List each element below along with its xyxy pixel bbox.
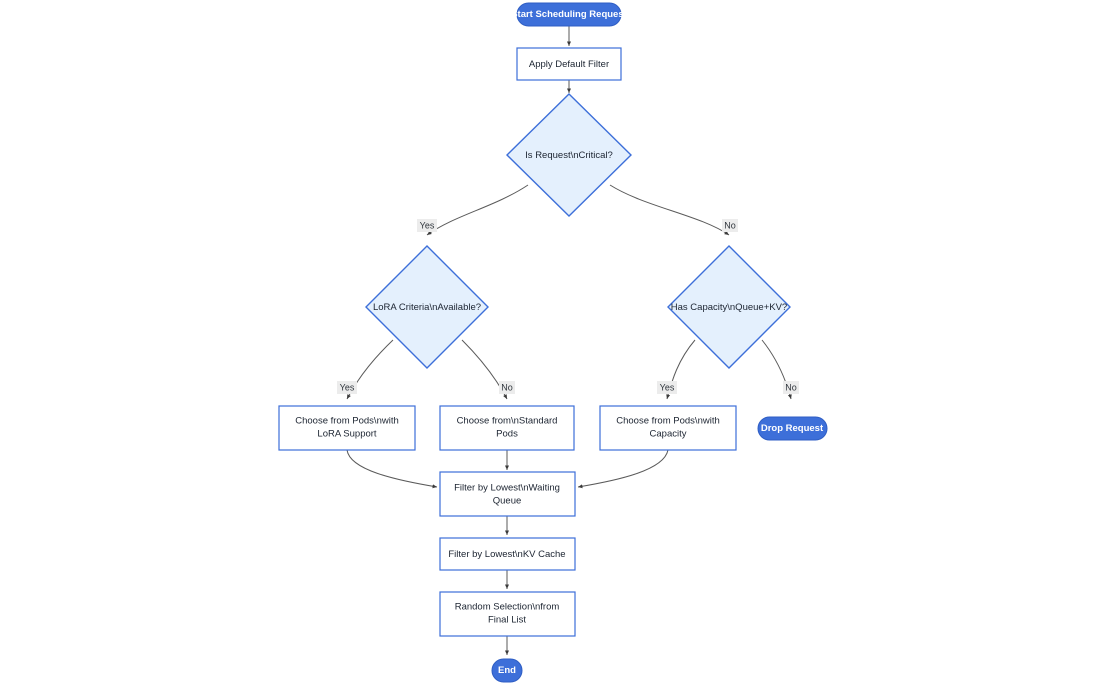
edge-critical-to-capacity <box>609 184 730 236</box>
node-critical-label: Is Request\nCritical? <box>525 150 613 161</box>
node-start[interactable]: Start Scheduling Request <box>511 2 628 27</box>
node-start-label: Start Scheduling Request <box>511 9 627 20</box>
node-pods-lora-label-line1: Choose from Pods\nwith <box>295 416 399 427</box>
node-has-capacity[interactable]: Has Capacity\nQueue+KV? <box>667 245 791 369</box>
edge-label-critical-yes-text: Yes <box>420 220 435 230</box>
node-pods-std-label-line1: Choose from\nStandard <box>457 416 558 427</box>
edge-label-lora-yes: Yes <box>337 381 357 394</box>
edge-label-lora-yes-text: Yes <box>340 382 355 392</box>
node-is-request-critical[interactable]: Is Request\nCritical? <box>506 93 632 217</box>
edge-layer <box>346 26 792 655</box>
edge-podscap-to-filterqueue <box>577 449 669 489</box>
edge-critical-to-lora <box>426 184 529 236</box>
node-lora-criteria-available[interactable]: LoRA Criteria\nAvailable? <box>365 245 489 369</box>
node-end-label: End <box>498 665 516 676</box>
node-capacity-label: Has Capacity\nQueue+KV? <box>671 302 787 313</box>
node-apply-label: Apply Default Filter <box>529 59 609 70</box>
edge-label-capacity-no: No <box>783 381 799 394</box>
edge-label-capacity-yes-text: Yes <box>660 382 675 392</box>
node-pods-cap-label-line1: Choose from Pods\nwith <box>616 416 720 427</box>
edge-label-critical-yes: Yes <box>417 219 437 232</box>
edge-label-layer: Yes No Yes No Yes No <box>337 219 799 394</box>
edge-label-critical-no: No <box>722 219 738 232</box>
node-choose-pods-lora-support[interactable]: Choose from Pods\nwith LoRA Support <box>278 405 416 451</box>
node-choose-standard-pods[interactable]: Choose from\nStandard Pods <box>439 405 575 451</box>
node-random-selection[interactable]: Random Selection\nfrom Final List <box>439 591 576 637</box>
edge-label-lora-no: No <box>499 381 515 394</box>
edge-label-lora-no-text: No <box>501 382 513 392</box>
node-pods-lora-label-line2: LoRA Support <box>317 429 377 440</box>
edge-label-capacity-no-text: No <box>785 382 797 392</box>
node-filter-kv-label: Filter by Lowest\nKV Cache <box>448 549 565 560</box>
node-filter-queue-label-line2: Queue <box>493 496 522 507</box>
node-filter-queue-label-line1: Filter by Lowest\nWaiting <box>454 483 560 494</box>
edge-label-critical-no-text: No <box>724 220 736 230</box>
node-filter-lowest-waiting-queue[interactable]: Filter by Lowest\nWaiting Queue <box>439 471 576 517</box>
node-end[interactable]: End <box>491 658 523 683</box>
node-apply-default-filter[interactable]: Apply Default Filter <box>516 47 622 81</box>
node-pods-std-label-line2: Pods <box>496 429 518 440</box>
node-drop-label: Drop Request <box>761 423 824 434</box>
edge-podslora-to-filterqueue <box>346 449 438 489</box>
node-drop-request[interactable]: Drop Request <box>757 416 828 441</box>
node-random-label-line2: Final List <box>488 615 526 626</box>
node-random-label-line1: Random Selection\nfrom <box>455 602 560 613</box>
node-choose-pods-with-capacity[interactable]: Choose from Pods\nwith Capacity <box>599 405 737 451</box>
node-pods-cap-label-line2: Capacity <box>650 429 687 440</box>
edge-label-capacity-yes: Yes <box>657 381 677 394</box>
node-filter-lowest-kv-cache[interactable]: Filter by Lowest\nKV Cache <box>439 537 576 571</box>
node-lora-label: LoRA Criteria\nAvailable? <box>373 302 481 313</box>
